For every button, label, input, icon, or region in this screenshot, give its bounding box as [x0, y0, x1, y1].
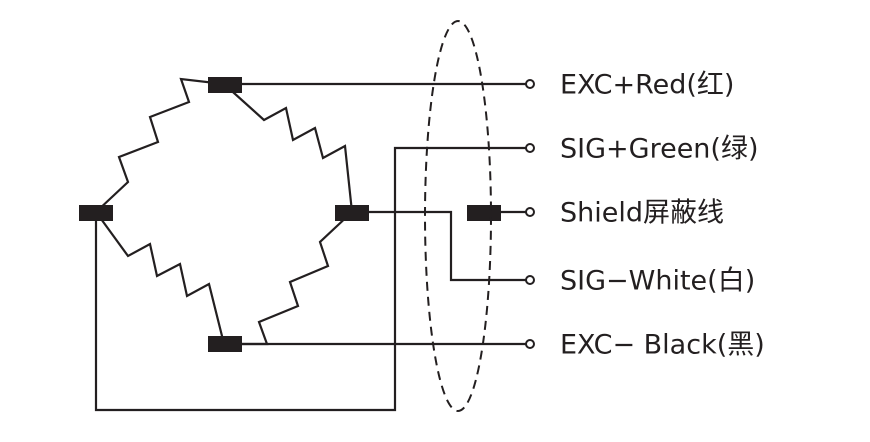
terminal-exc-plus — [525, 79, 535, 89]
resistor-bottom-right — [224, 211, 353, 346]
pad-left — [79, 205, 113, 221]
terminal-shield — [525, 207, 535, 217]
wire-sig-minus — [366, 210, 528, 282]
pad-top — [208, 77, 242, 93]
label-shield: Shield屏蔽线 — [560, 198, 724, 229]
pad-right — [335, 205, 369, 221]
resistor-bottom-left — [95, 211, 226, 345]
pad-shield — [467, 205, 501, 221]
cable-shield-ellipse — [424, 20, 492, 412]
label-exc-minus: EXC− Black(黑) — [560, 330, 765, 361]
terminal-exc-minus — [525, 339, 535, 349]
pad-bottom — [208, 336, 242, 352]
resistor-top-left — [95, 77, 225, 213]
wire-sig-plus — [94, 146, 528, 412]
resistor-top-right — [223, 83, 354, 213]
label-sig-plus: SIG+Green(绿) — [560, 134, 758, 165]
terminal-sig-plus — [525, 143, 535, 153]
terminal-sig-minus — [525, 275, 535, 285]
label-exc-plus: EXC+Red(红) — [560, 70, 734, 101]
label-sig-minus: SIG−White(白) — [560, 266, 755, 297]
